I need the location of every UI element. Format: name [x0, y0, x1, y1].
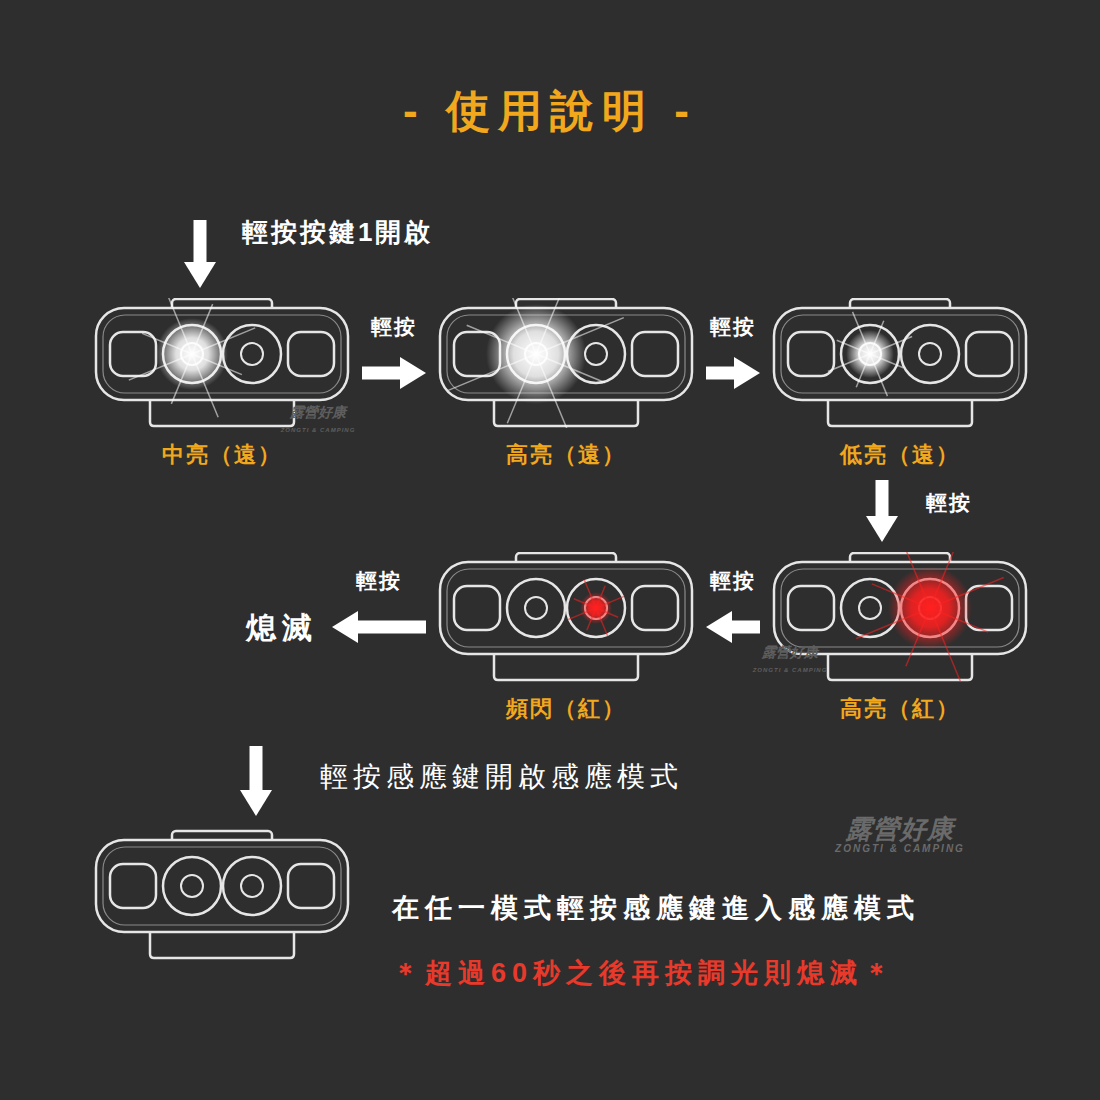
- light-glow: [156, 318, 228, 390]
- pointer-arrow: [250, 746, 263, 790]
- pointer-arrow: [194, 220, 207, 262]
- side-window: [966, 586, 1012, 630]
- transition-arrow: [706, 367, 734, 380]
- lamp-state: 頻閃（紅）: [436, 552, 696, 724]
- lamp-base: [494, 652, 638, 680]
- side-window: [632, 586, 678, 630]
- sensor-lamp: [96, 831, 348, 958]
- instruction-text: 輕按按鍵1開啟: [242, 215, 433, 250]
- side-window: [966, 332, 1012, 376]
- light-glow: [580, 592, 612, 624]
- transition-arrow: [876, 480, 889, 516]
- edge-label: 輕按: [710, 313, 756, 341]
- mode-label: 高亮（紅）: [770, 694, 1030, 724]
- headlamp: [440, 298, 692, 428]
- lamp-body: [774, 308, 1026, 400]
- side-window: [110, 864, 156, 908]
- lamp-state: 低亮（遠）: [770, 298, 1030, 470]
- lens: [901, 325, 959, 383]
- lens-inner: [859, 597, 881, 619]
- side-window: [788, 586, 834, 630]
- watermark: 露營好康: [290, 404, 346, 422]
- warning-note: ＊超過60秒之後再按調光則熄滅＊: [392, 955, 896, 991]
- watermark: ZONGTI & CAMPING: [835, 843, 965, 854]
- title: - 使用說明 -: [403, 82, 697, 141]
- mode-label: 高亮（遠）: [436, 440, 696, 470]
- mode-label: 低亮（遠）: [770, 440, 1030, 470]
- lamp-body: [96, 308, 348, 400]
- lens-inner: [241, 875, 263, 897]
- transition-arrow: [732, 621, 760, 634]
- lamp-body-inner: [103, 315, 341, 393]
- lamp-illustration: [770, 552, 1030, 682]
- side-window: [288, 864, 334, 908]
- side-window: [110, 332, 156, 376]
- lamp-base: [828, 398, 972, 426]
- lamp-state: 高亮（紅）: [770, 552, 1030, 724]
- watermark: 露營好康: [846, 812, 954, 847]
- headlamp: [96, 298, 348, 426]
- side-window: [288, 332, 334, 376]
- instruction-text: 在任一模式輕按感應鍵進入感應模式: [392, 890, 920, 926]
- lamp-body-inner: [781, 315, 1019, 393]
- mode-label: 中亮（遠）: [92, 440, 352, 470]
- edge-label: 輕按: [371, 313, 417, 341]
- lamp-body-inner: [447, 569, 685, 647]
- headlamp: [774, 552, 1026, 682]
- lens-inner: [241, 343, 263, 365]
- end-state: 熄滅: [242, 606, 322, 651]
- lamp-body: [96, 840, 348, 932]
- lamp-state: 中亮（遠）: [92, 298, 352, 470]
- headlamp: [440, 553, 692, 680]
- edge-label: 輕按: [710, 567, 756, 595]
- watermark: ZONGTI & CAMPING: [753, 667, 828, 673]
- headlamp: [96, 831, 348, 958]
- lens: [567, 579, 625, 637]
- mode-label: 頻閃（紅）: [436, 694, 696, 724]
- lens-inner: [181, 875, 203, 897]
- edge-label: 輕按: [926, 489, 972, 517]
- lens: [223, 857, 281, 915]
- watermark: 露營好康: [762, 644, 818, 662]
- lamp-body-inner: [103, 847, 341, 925]
- lens: [223, 325, 281, 383]
- light-glow: [846, 330, 894, 378]
- instruction-text: 輕按感應鍵開啟感應模式: [320, 758, 683, 796]
- lamp-illustration: [770, 298, 1030, 428]
- side-window: [632, 332, 678, 376]
- lamp-state: 高亮（遠）: [436, 298, 696, 470]
- lens-inner: [525, 597, 547, 619]
- state-label: 熄滅: [242, 606, 322, 651]
- lamp-body: [774, 562, 1026, 654]
- lamp-illustration: [436, 298, 696, 428]
- edge-label: 輕按: [356, 567, 402, 595]
- watermark: ZONGTI & CAMPING: [281, 427, 356, 433]
- lens: [841, 325, 899, 383]
- lens: [507, 579, 565, 637]
- lamp-base: [150, 930, 294, 958]
- lens-inner: [919, 343, 941, 365]
- lamp-body: [440, 562, 692, 654]
- light-glow: [888, 566, 972, 650]
- headlamp: [774, 299, 1026, 426]
- transition-arrow: [362, 367, 400, 380]
- lens-inner: [585, 343, 607, 365]
- side-window: [788, 332, 834, 376]
- lamp-illustration: [436, 552, 696, 682]
- lens: [163, 857, 221, 915]
- side-window: [454, 586, 500, 630]
- light-glow: [486, 304, 586, 404]
- transition-arrow: [358, 621, 426, 634]
